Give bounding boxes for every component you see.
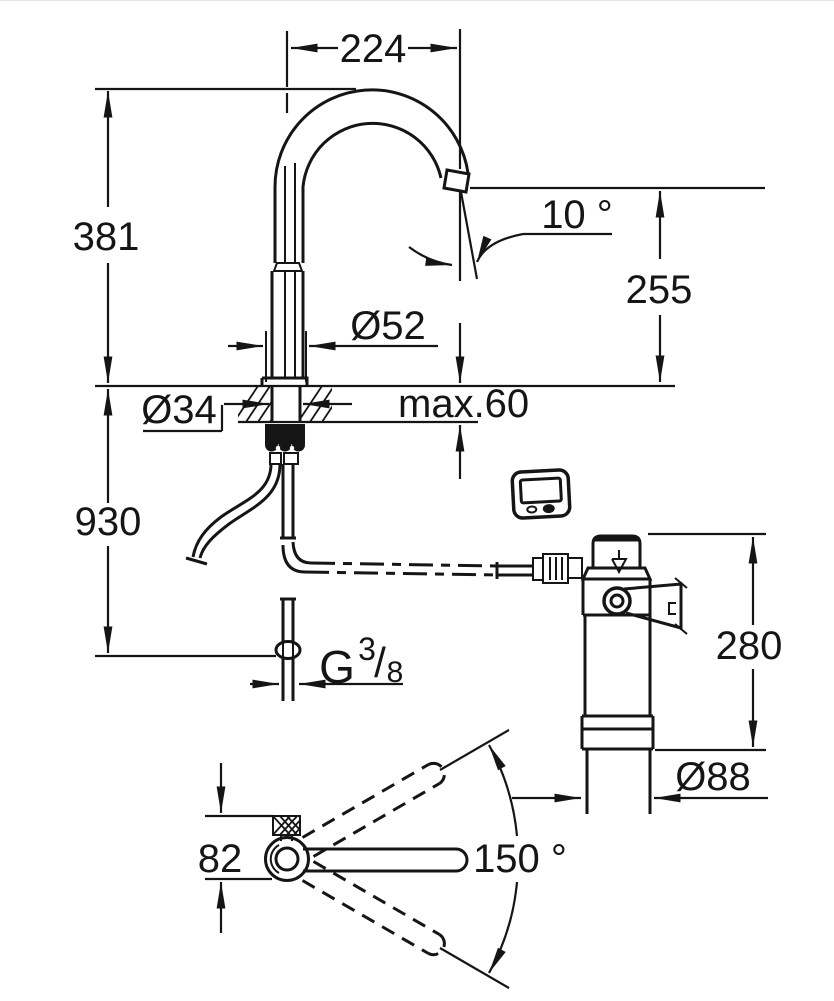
handle-swing-positions [301,761,446,957]
dim-spout-height: 381 [73,215,140,259]
handle-pivot-outer [264,836,310,882]
mounting-nut [265,424,305,444]
lever-pivot [602,586,632,616]
dimension-filter-height: 280 [648,532,783,752]
spout-assembly [273,88,479,281]
g38-union-nut [274,640,302,660]
outlet-tilted-line [459,191,479,280]
handle-pivot-inner [274,846,300,872]
filter-cartridge [580,534,688,814]
dim-filter-height: 280 [716,624,783,668]
cartridge-upper [583,615,652,716]
display-button-left [526,505,538,514]
filter-head [581,579,652,617]
dimension-swivel-angle: 150 ° [439,729,567,989]
display-button-right [542,504,555,514]
dim-body-diameter: Ø52 [350,304,426,348]
dimension-supply-length: 930 [75,389,276,658]
dim-counter-thickness: max.60 [398,382,529,426]
supply-hoses [185,424,583,701]
dimension-spout-height: 381 [73,87,356,383]
filter-head-flange [580,566,653,581]
dim-thread-g: G [319,641,355,693]
dimension-counter-thickness: max.60 [398,323,529,479]
dimension-filter-diameter: Ø88 [512,755,768,803]
dim-hole-diameter: Ø34 [141,388,217,432]
shutoff-supply-pipe [280,597,296,642]
dim-thread-den: 8 [387,656,404,689]
dimension-outlet-angle: 10 ° [408,193,613,267]
dimension-thread: G 3 / 8 [250,631,403,693]
dim-outlet-height: 255 [626,268,693,312]
dimension-outlet-height: 255 [470,186,765,382]
filter-feed-pipe [280,464,296,540]
display-screen [518,476,563,505]
filter-lever [623,582,683,630]
dim-spout-reach: 224 [340,27,407,71]
handle-lever [303,847,469,873]
cartridge-ring [580,714,655,751]
cap-mark [611,550,628,575]
flexible-hose-dashed [310,561,498,568]
mousseur [442,168,471,194]
dim-filter-diameter: Ø88 [675,755,751,799]
dim-thread-slash: / [374,639,386,686]
digital-display-unit [510,468,572,520]
dim-outlet-angle: 10 ° [541,193,613,237]
left-supply-pipe [191,463,273,558]
dimension-spout-reach: 224 [285,27,462,169]
faucet-body [260,262,309,386]
dimension-body-diameter: Ø52 [228,304,438,382]
cartridge-lower [585,749,652,814]
dimension-hole-diameter: Ø34 [141,388,352,433]
mounting-shank [270,386,302,422]
hose-connector-fittings [532,553,583,584]
handle-top-view: 150 ° 82 [198,729,567,989]
base-flange [260,376,309,386]
dimension-handle-depth: 82 [198,763,273,933]
dim-supply-length: 930 [75,500,142,544]
dim-swivel-angle: 150 ° [473,837,567,881]
dim-handle-depth: 82 [198,837,243,881]
dim-thread-num: 3 [358,631,376,667]
filter-cap [591,534,642,568]
